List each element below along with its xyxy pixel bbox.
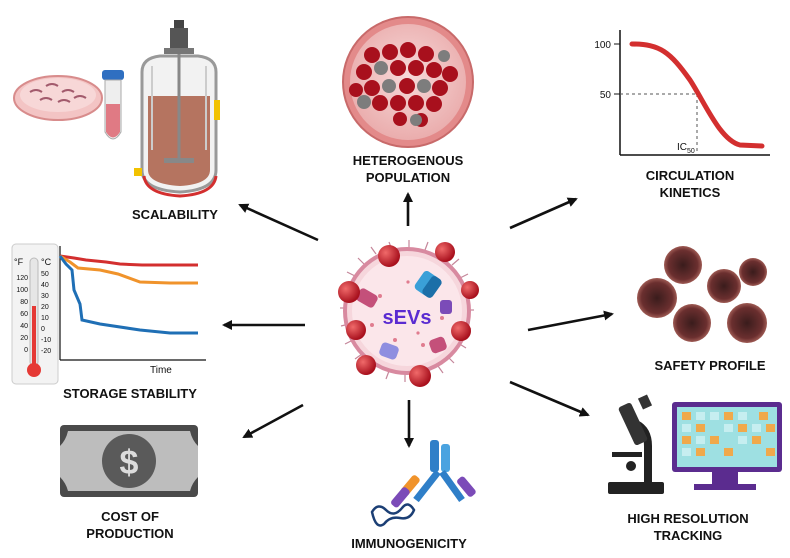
arrow-circulation bbox=[509, 197, 578, 230]
label-cost-line2: PRODUCTION bbox=[86, 526, 174, 541]
label-tracking-line2: TRACKING bbox=[653, 528, 723, 543]
label-immunogenicity: IMMUNOGENICITY bbox=[344, 535, 474, 552]
monitor-icon bbox=[672, 402, 782, 490]
storage-graph bbox=[11, 243, 206, 385]
sevs-label: sEVs bbox=[383, 307, 432, 329]
scalability-icons bbox=[13, 20, 220, 198]
label-circulation-line2: KINETICS bbox=[659, 185, 721, 200]
c-tick: 40 bbox=[41, 282, 49, 289]
label-tracking-line1: HIGH RESOLUTION bbox=[627, 511, 749, 526]
kinetics-ic-label: IC50 bbox=[677, 142, 695, 155]
f-tick: 40 bbox=[20, 323, 28, 330]
ic-sub: 50 bbox=[687, 148, 695, 155]
arrow-cost bbox=[242, 403, 304, 439]
label-cost: COST OF PRODUCTION bbox=[70, 508, 190, 542]
microscope-icon bbox=[608, 394, 664, 494]
label-circulation: CIRCULATION KINETICS bbox=[620, 167, 760, 201]
label-cost-line1: COST OF bbox=[101, 509, 159, 524]
f-tick: 20 bbox=[20, 335, 28, 342]
arrow-scalability bbox=[238, 203, 319, 242]
label-safety-line1: SAFETY PROFILE bbox=[654, 358, 766, 373]
label-immunogenicity-line1: IMMUNOGENICITY bbox=[351, 536, 467, 551]
c-tick: 30 bbox=[41, 293, 49, 300]
c-tick: -20 bbox=[41, 348, 51, 355]
dollar-symbol: $ bbox=[120, 444, 139, 482]
antibody-icon bbox=[370, 440, 476, 527]
label-circulation-line1: CIRCULATION bbox=[645, 168, 735, 183]
c-tick: 0 bbox=[41, 326, 45, 333]
f-tick: 100 bbox=[16, 287, 28, 294]
label-scalability-line1: SCALABILITY bbox=[132, 207, 218, 222]
f-tick: 0 bbox=[24, 347, 28, 354]
f-tick: 60 bbox=[20, 311, 28, 318]
arrows bbox=[222, 192, 614, 448]
label-heterogenous-line1: HETEROGENOUS bbox=[352, 153, 464, 168]
c-tick: 20 bbox=[41, 304, 49, 311]
label-heterogenous: HETEROGENOUS POPULATION bbox=[338, 152, 478, 186]
label-scalability: SCALABILITY bbox=[110, 206, 240, 223]
c-tick: 10 bbox=[41, 315, 49, 322]
sev-particle-icon: sEVs bbox=[338, 240, 479, 387]
kinetics-ytick-50: 50 bbox=[600, 90, 612, 101]
ic-text: IC bbox=[677, 142, 687, 153]
safety-blobs-icon bbox=[637, 246, 767, 343]
c-tick: 50 bbox=[41, 271, 49, 278]
storage-c-unit: °C bbox=[41, 257, 52, 267]
heterogenous-dish-icon bbox=[342, 16, 474, 148]
label-tracking: HIGH RESOLUTION TRACKING bbox=[608, 510, 768, 544]
storage-xlabel: Time bbox=[150, 365, 172, 376]
label-storage: STORAGE STABILITY bbox=[40, 385, 220, 402]
kinetics-graph bbox=[614, 30, 770, 156]
label-safety: SAFETY PROFILE bbox=[640, 357, 780, 374]
kinetics-ytick-100: 100 bbox=[594, 40, 611, 51]
f-tick: 80 bbox=[20, 299, 28, 306]
f-tick: 120 bbox=[16, 275, 28, 282]
arrow-tracking bbox=[509, 380, 590, 417]
arrow-safety bbox=[527, 310, 614, 332]
label-storage-line1: STORAGE STABILITY bbox=[63, 386, 197, 401]
c-tick: -10 bbox=[41, 337, 51, 344]
label-heterogenous-line2: POPULATION bbox=[365, 170, 451, 185]
banknote-icon bbox=[60, 425, 198, 497]
storage-f-unit: °F bbox=[14, 257, 24, 267]
